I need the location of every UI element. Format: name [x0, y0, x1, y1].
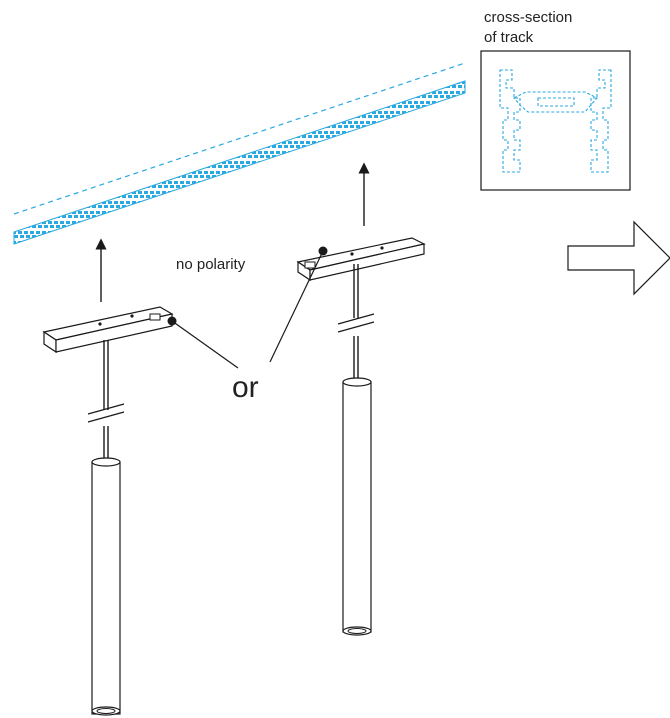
- cross-section-label-line1: cross-section: [484, 9, 572, 26]
- or-label: or: [232, 371, 259, 404]
- no-polarity-label: no polarity: [176, 256, 246, 273]
- callout-leaders: [167, 246, 328, 369]
- cross-section-label-line2: of track: [484, 29, 534, 46]
- cross-section-frame: [480, 50, 631, 191]
- track-adapter-left: [42, 306, 174, 354]
- right-arrow-outline-icon: [567, 220, 670, 296]
- track-profile-icon: [499, 69, 612, 173]
- pendant-lamp-left: [42, 306, 174, 716]
- track-rail: [13, 62, 466, 245]
- pendant-lamp-right: [296, 237, 426, 636]
- cross-section-panel: cross-section of track: [480, 9, 631, 191]
- track-adapter-right: [296, 237, 426, 282]
